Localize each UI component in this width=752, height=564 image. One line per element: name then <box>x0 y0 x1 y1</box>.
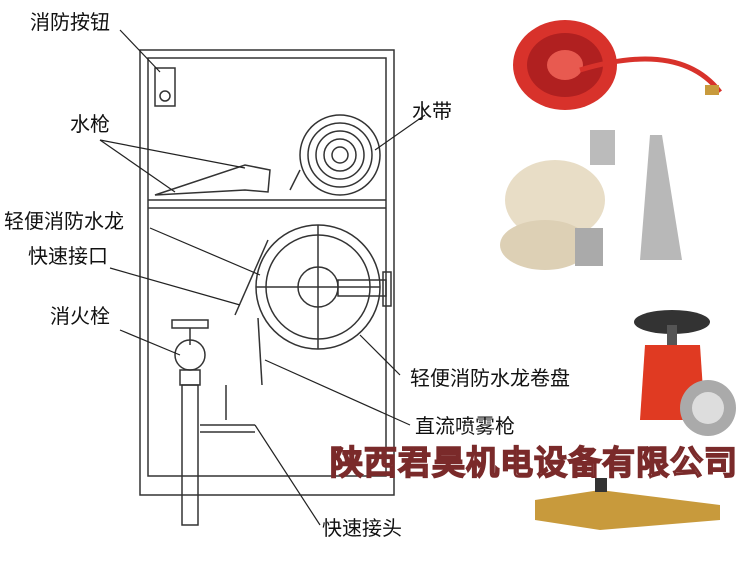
fire-button-icon <box>154 67 176 107</box>
label-nozzle: 水枪 <box>70 112 110 136</box>
label-quick-interface: 快速接口 <box>28 244 108 268</box>
label-hose-reel: 轻便消防水龙卷盘 <box>410 366 570 390</box>
label-spray-nozzle: 直流喷雾枪 <box>415 414 515 438</box>
label-hydrant: 消火栓 <box>50 304 110 328</box>
photo-hydrant-valve <box>634 310 736 436</box>
hose-reel-icon <box>255 224 392 350</box>
cabinet-outline <box>139 49 395 496</box>
hydrant-icon <box>171 319 255 526</box>
hose-coil-icon <box>289 114 381 196</box>
leader-lines <box>99 29 426 526</box>
label-hose: 水带 <box>412 99 452 123</box>
label-fire-button: 消防按钮 <box>30 10 110 34</box>
nozzle-icon <box>154 164 271 196</box>
photo-canvas-hoses <box>500 130 682 270</box>
photo-brass-nozzle <box>535 478 720 530</box>
light-hose-icon <box>234 239 269 386</box>
label-light-hose: 轻便消防水龙 <box>4 209 124 233</box>
photo-hose-reel <box>513 20 722 110</box>
company-watermark: 陕西君昊机电设备有限公司 <box>329 442 738 483</box>
label-quick-coupling: 快速接头 <box>322 516 402 540</box>
